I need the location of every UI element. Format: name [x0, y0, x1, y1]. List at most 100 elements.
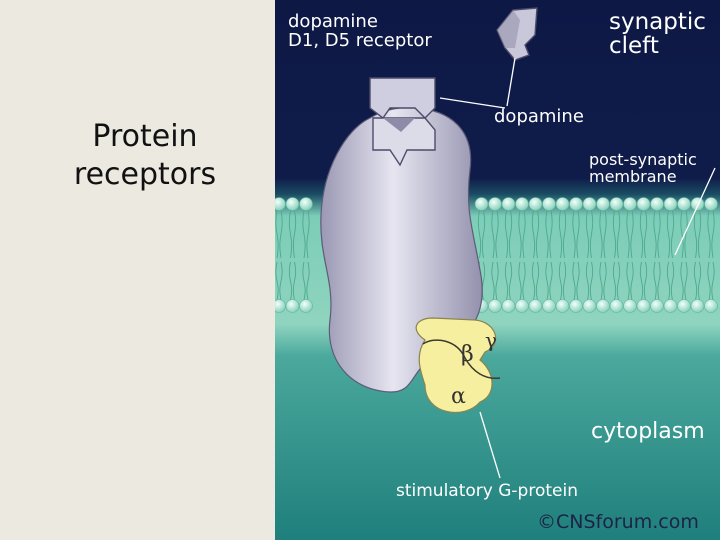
- lipid-head: [275, 299, 286, 313]
- lipid-tail: [653, 261, 661, 301]
- lipid-tail: [302, 261, 310, 301]
- lipid-tail: [707, 261, 715, 301]
- leader-lines: [439, 57, 716, 479]
- lipid-head: [488, 197, 502, 211]
- lipid-head: [663, 197, 678, 211]
- alpha-subunit-label: α: [451, 384, 466, 409]
- lipid-tail: [531, 209, 540, 259]
- lipid-tail: [612, 209, 621, 259]
- lipid-tail: [639, 261, 648, 301]
- lipid-head: [623, 197, 637, 211]
- lipid-head: [623, 299, 637, 313]
- diagram-artwork: [275, 0, 720, 540]
- lipid-tail: [572, 261, 580, 301]
- g-protein: [415, 317, 501, 414]
- lipid-head: [582, 197, 597, 211]
- lipid-head: [285, 299, 300, 313]
- gamma-subunit-label: γ: [485, 328, 497, 352]
- lipid-head: [609, 197, 624, 211]
- lipid-tail: [558, 261, 567, 301]
- lipid-head: [515, 299, 529, 313]
- lipid-tail: [518, 261, 526, 301]
- lipid-head: [690, 197, 705, 211]
- lipid-tail: [599, 209, 607, 259]
- lipid-head: [677, 299, 691, 313]
- lipid-bilayer: [275, 197, 718, 313]
- lipid-tail: [666, 261, 675, 301]
- lipid-head: [299, 299, 313, 313]
- lipid-tail: [626, 261, 634, 301]
- lipid-tail: [545, 261, 553, 301]
- label-cytoplasm: cytoplasm: [591, 419, 705, 444]
- lipid-head: [515, 197, 529, 211]
- label-g-protein: stimulatory G-protein: [396, 481, 578, 501]
- lipid-head: [569, 299, 583, 313]
- lipid-head: [555, 299, 570, 313]
- copyright-text: ©CNSforum.com: [537, 511, 699, 533]
- lipid-tail: [275, 209, 283, 259]
- lipid-tail: [288, 261, 297, 301]
- lipid-tail: [491, 209, 499, 259]
- lipid-tail: [585, 209, 594, 259]
- lipid-tail: [680, 261, 688, 301]
- lipid-tail: [626, 209, 634, 259]
- lipid-tail: [680, 209, 688, 259]
- dopamine-molecule: [496, 7, 538, 61]
- lipid-head: [275, 197, 286, 211]
- lipid-head: [474, 197, 489, 211]
- lipid-head: [704, 299, 718, 313]
- lipid-head: [569, 197, 583, 211]
- lipid-head: [636, 197, 651, 211]
- lipid-head: [299, 197, 313, 211]
- lipid-head: [582, 299, 597, 313]
- lipid-tail: [504, 209, 513, 259]
- lipid-tail: [653, 209, 661, 259]
- lipid-tail: [275, 261, 283, 301]
- lipid-tail: [666, 209, 675, 259]
- lipid-tail: [504, 261, 513, 301]
- receptor-diagram: dopamine D1, D5 receptor dopamine synapt…: [275, 0, 720, 540]
- lipid-head: [650, 197, 664, 211]
- lipid-tail: [707, 209, 715, 259]
- lipid-tail: [477, 209, 486, 259]
- lipid-head: [677, 197, 691, 211]
- lipid-head: [704, 197, 718, 211]
- lipid-head: [285, 197, 300, 211]
- lipid-head: [501, 197, 516, 211]
- slide-title: Protein receptors: [73, 119, 217, 192]
- lipid-head: [690, 299, 705, 313]
- label-membrane: post-synaptic membrane: [589, 150, 697, 186]
- lipid-tail: [518, 209, 526, 259]
- lipid-head: [609, 299, 624, 313]
- lipid-tail: [599, 261, 607, 301]
- beta-subunit-label: β: [461, 342, 474, 367]
- lipid-tail: [491, 261, 499, 301]
- lipid-tail: [585, 261, 594, 301]
- label-receptor: dopamine D1, D5 receptor: [288, 11, 432, 51]
- lipid-head: [650, 299, 664, 313]
- lipid-tail: [612, 261, 621, 301]
- lipid-head: [488, 299, 502, 313]
- receptor-binding-site: [369, 77, 436, 167]
- lipid-tail: [531, 261, 540, 301]
- lipid-head: [501, 299, 516, 313]
- lipid-head: [555, 197, 570, 211]
- lipid-tail: [572, 209, 580, 259]
- lipid-head: [663, 299, 678, 313]
- label-synaptic-cleft: synaptic cleft: [609, 9, 706, 60]
- lipid-tail: [693, 209, 702, 259]
- lipid-head: [542, 299, 556, 313]
- lipid-tail: [288, 209, 297, 259]
- lipid-head: [528, 197, 543, 211]
- lipid-head: [636, 299, 651, 313]
- lipid-head: [542, 197, 556, 211]
- lipid-tail: [545, 209, 553, 259]
- lipid-head: [596, 197, 610, 211]
- lipid-tail: [693, 261, 702, 301]
- lipid-tail: [558, 209, 567, 259]
- lipid-head: [596, 299, 610, 313]
- label-dopamine: dopamine: [494, 106, 584, 127]
- lipid-head: [528, 299, 543, 313]
- lipid-tail: [639, 209, 648, 259]
- lipid-tail: [302, 209, 310, 259]
